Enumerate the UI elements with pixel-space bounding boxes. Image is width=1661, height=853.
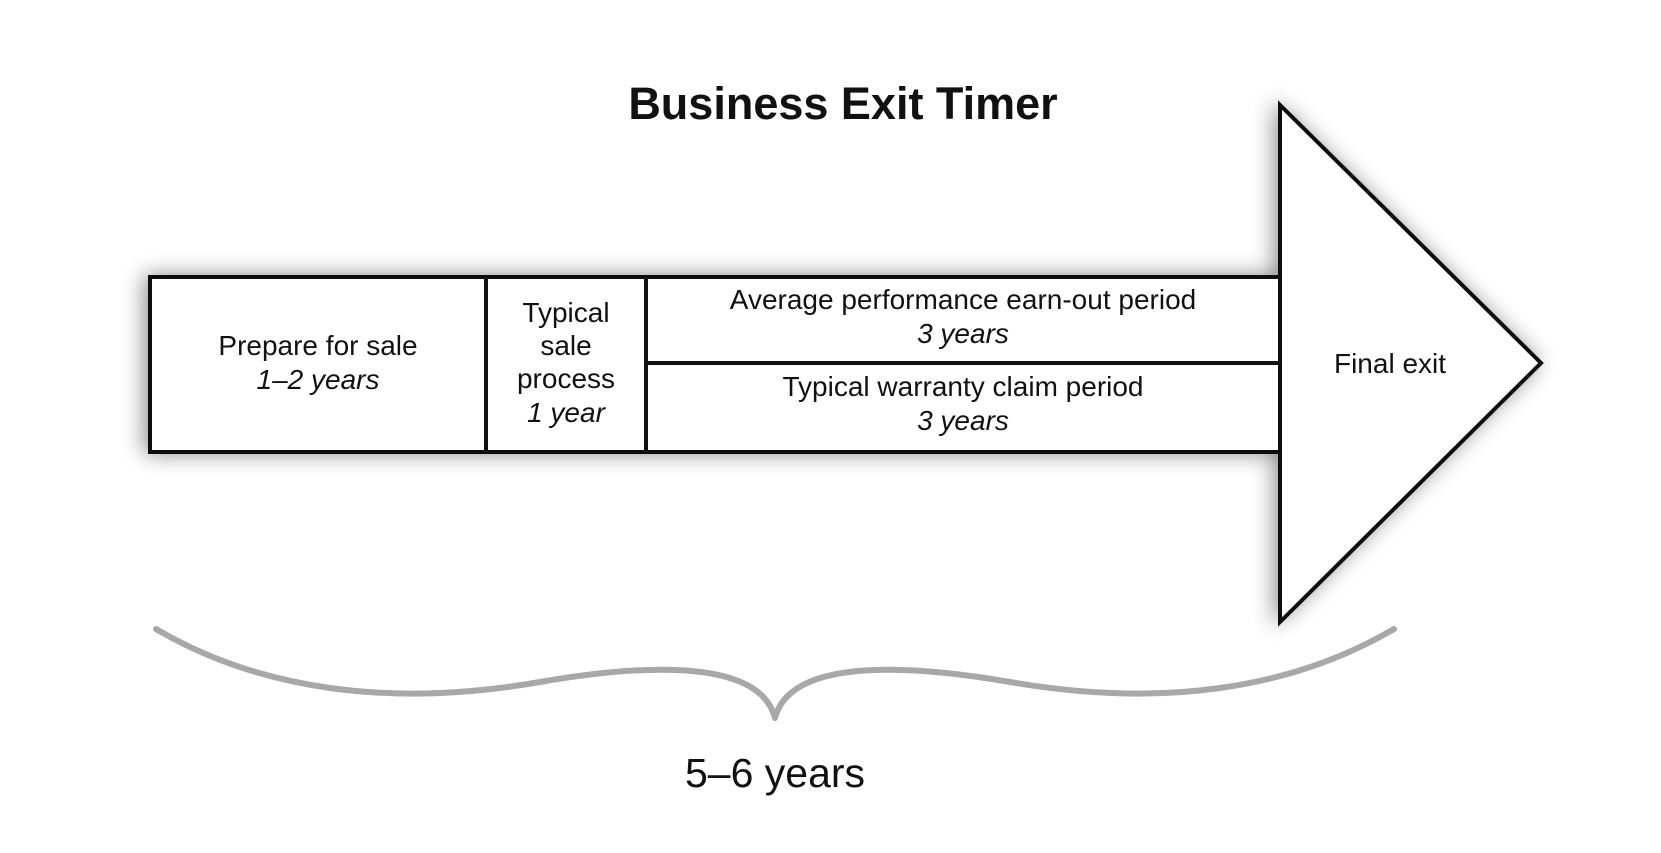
phase-warranty-claim-period: Typical warranty claim period 3 years	[782, 371, 1143, 436]
phase-duration: 3 years	[917, 405, 1009, 436]
phase-prepare-for-sale: Prepare for sale 1–2 years	[218, 330, 417, 395]
phase-dividers	[484, 277, 1280, 452]
total-duration-brace	[153, 626, 1397, 721]
phase-duration: 1–2 years	[257, 364, 380, 395]
phase-label-line-1: Typical	[522, 297, 609, 328]
phase-label: Average performance earn-out period	[730, 284, 1196, 315]
final-exit-label: Final exit	[1334, 348, 1446, 379]
phase-label: Prepare for sale	[218, 330, 417, 361]
phase-label-line-2: sale	[540, 330, 591, 361]
phase-label: Typical warranty claim period	[782, 371, 1143, 402]
phase-earn-out-period: Average performance earn-out period 3 ye…	[730, 284, 1196, 349]
diagram-title: Business Exit Timer	[628, 78, 1057, 129]
phase-duration: 1 year	[527, 397, 606, 428]
phase-duration: 3 years	[917, 318, 1009, 349]
phase-label-line-3: process	[517, 363, 615, 394]
phase-typical-sale-process: Typical sale process 1 year	[517, 297, 615, 428]
total-duration-label: 5–6 years	[685, 750, 865, 796]
